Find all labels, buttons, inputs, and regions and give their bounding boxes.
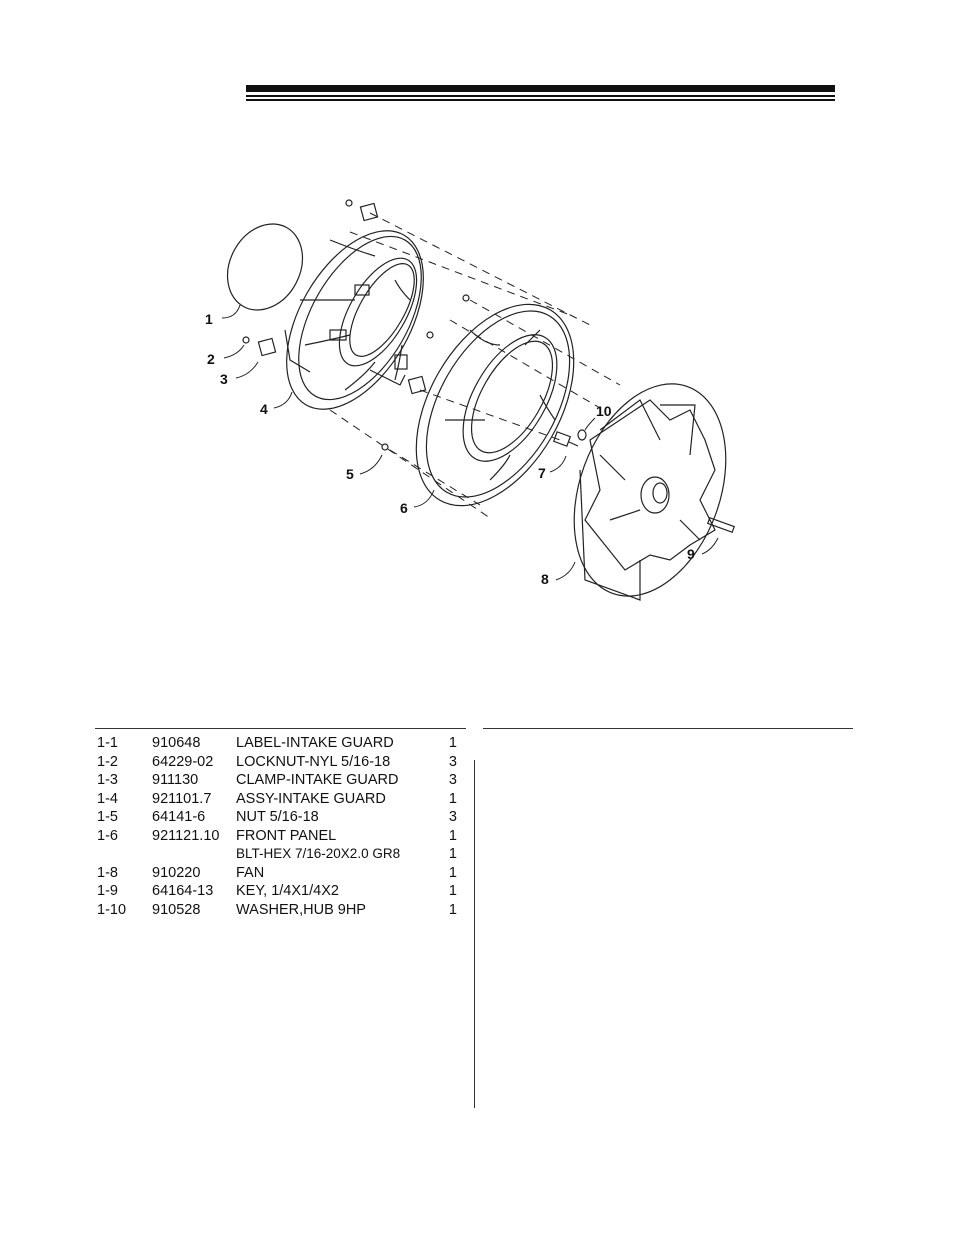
part-number: 910648 [152, 735, 201, 751]
item-number: 1-8 [97, 864, 118, 881]
part-number: 910528 [152, 901, 201, 918]
fan-wheel [573, 383, 727, 601]
part-number: 921121.10 [152, 827, 220, 844]
part-number: 910220 [152, 864, 201, 881]
item-number: 1-5 [97, 809, 118, 825]
table-row: 1-3 911130 CLAMP-INTAKE GUARD 3 [97, 771, 457, 790]
header-rule-thick [246, 85, 835, 92]
table-row: 1-2 64229-02 LOCKNUT-NYL 5/16-18 3 [97, 753, 457, 772]
part-number [152, 845, 236, 864]
table-top-rule-left [95, 728, 466, 729]
callout-7: 7 [538, 465, 546, 481]
item-number [97, 845, 152, 864]
callout-3: 3 [220, 371, 228, 387]
part-description: LABEL-INTAKE GUARD [236, 735, 394, 751]
part-number: 64164-13 [152, 883, 214, 899]
callout-8: 8 [541, 571, 549, 587]
hub-washer [577, 429, 587, 441]
leader-lines [221, 304, 719, 581]
part-quantity: 1 [448, 790, 457, 807]
table-row: 1-4 921101.7 ASSY-INTAKE GUARD 1 [97, 790, 457, 809]
part-description: NUT 5/16-18 [236, 809, 319, 825]
part-quantity: 1 [448, 901, 457, 918]
item-number: 1-4 [97, 790, 118, 807]
callout-6: 6 [400, 500, 408, 516]
part-quantity: 3 [448, 809, 457, 825]
part-description: LOCKNUT-NYL 5/16-18 [236, 753, 391, 770]
table-top-rule-right [483, 728, 853, 729]
header-rule-thin-2 [246, 99, 835, 101]
parts-list-table: 1-1 910648 LABEL-INTAKE GUARD 1 1-2 6422… [97, 734, 457, 919]
item-number: 1-6 [97, 827, 118, 844]
part-quantity: 3 [448, 753, 457, 770]
callout-9: 9 [687, 546, 695, 562]
column-divider [474, 760, 475, 1108]
part-quantity: 1 [448, 735, 457, 751]
part-description: ASSY-INTAKE GUARD [236, 790, 386, 807]
part-description: KEY, 1/4X1/4X2 [236, 883, 339, 899]
callout-2: 2 [207, 351, 215, 367]
clamp-parts [257, 202, 427, 395]
callout-1: 1 [205, 311, 213, 327]
part-quantity: 1 [448, 846, 457, 862]
callout-4: 4 [260, 401, 268, 417]
table-row: 1-8 910220 FAN 1 [97, 864, 457, 883]
part-quantity: 1 [448, 827, 457, 844]
table-row: 1-1 910648 LABEL-INTAKE GUARD 1 [97, 734, 457, 753]
part-description: FRONT PANEL [236, 827, 337, 844]
intake-guard-assembly [284, 230, 424, 410]
intake-guard-label [226, 223, 304, 311]
part-description: FAN [236, 864, 265, 881]
table-row: 1-10 910528 WASHER,HUB 9HP 1 [97, 901, 457, 920]
alignment-lines [329, 212, 621, 519]
part-quantity: 3 [448, 772, 457, 788]
item-number: 1-3 [97, 772, 118, 788]
part-number: 911130 [152, 772, 199, 788]
table-row: 1-9 64164-13 KEY, 1/4X1/4X2 1 [97, 882, 457, 901]
nut-parts [242, 199, 470, 451]
part-quantity: 1 [448, 864, 457, 881]
front-panel [415, 303, 575, 507]
table-row: BLT-HEX 7/16-20X2.0 GR8 1 [97, 845, 457, 864]
part-description: WASHER,HUB 9HP [236, 901, 366, 918]
item-number: 1-1 [97, 735, 118, 751]
callout-5: 5 [346, 466, 354, 482]
part-number: 921101.7 [152, 790, 212, 807]
exploded-parts-diagram: 1 2 3 4 5 6 7 8 9 10 [205, 199, 736, 601]
part-description: CLAMP-INTAKE GUARD [236, 772, 399, 788]
item-number: 1-2 [97, 753, 118, 770]
item-number: 1-9 [97, 883, 118, 899]
header-rule-thin-1 [246, 95, 835, 97]
item-number: 1-10 [97, 901, 127, 918]
fan-key [706, 516, 736, 534]
part-description: BLT-HEX 7/16-20X2.0 GR8 [236, 846, 401, 861]
callout-10: 10 [596, 403, 612, 419]
part-number: 64229-02 [152, 753, 214, 770]
hub-bolt [552, 431, 579, 447]
table-row: 1-5 64141-6 NUT 5/16-18 3 [97, 808, 457, 827]
part-number: 64141-6 [152, 809, 206, 825]
table-row: 1-6 921121.10 FRONT PANEL 1 [97, 827, 457, 846]
part-quantity: 1 [448, 883, 457, 899]
